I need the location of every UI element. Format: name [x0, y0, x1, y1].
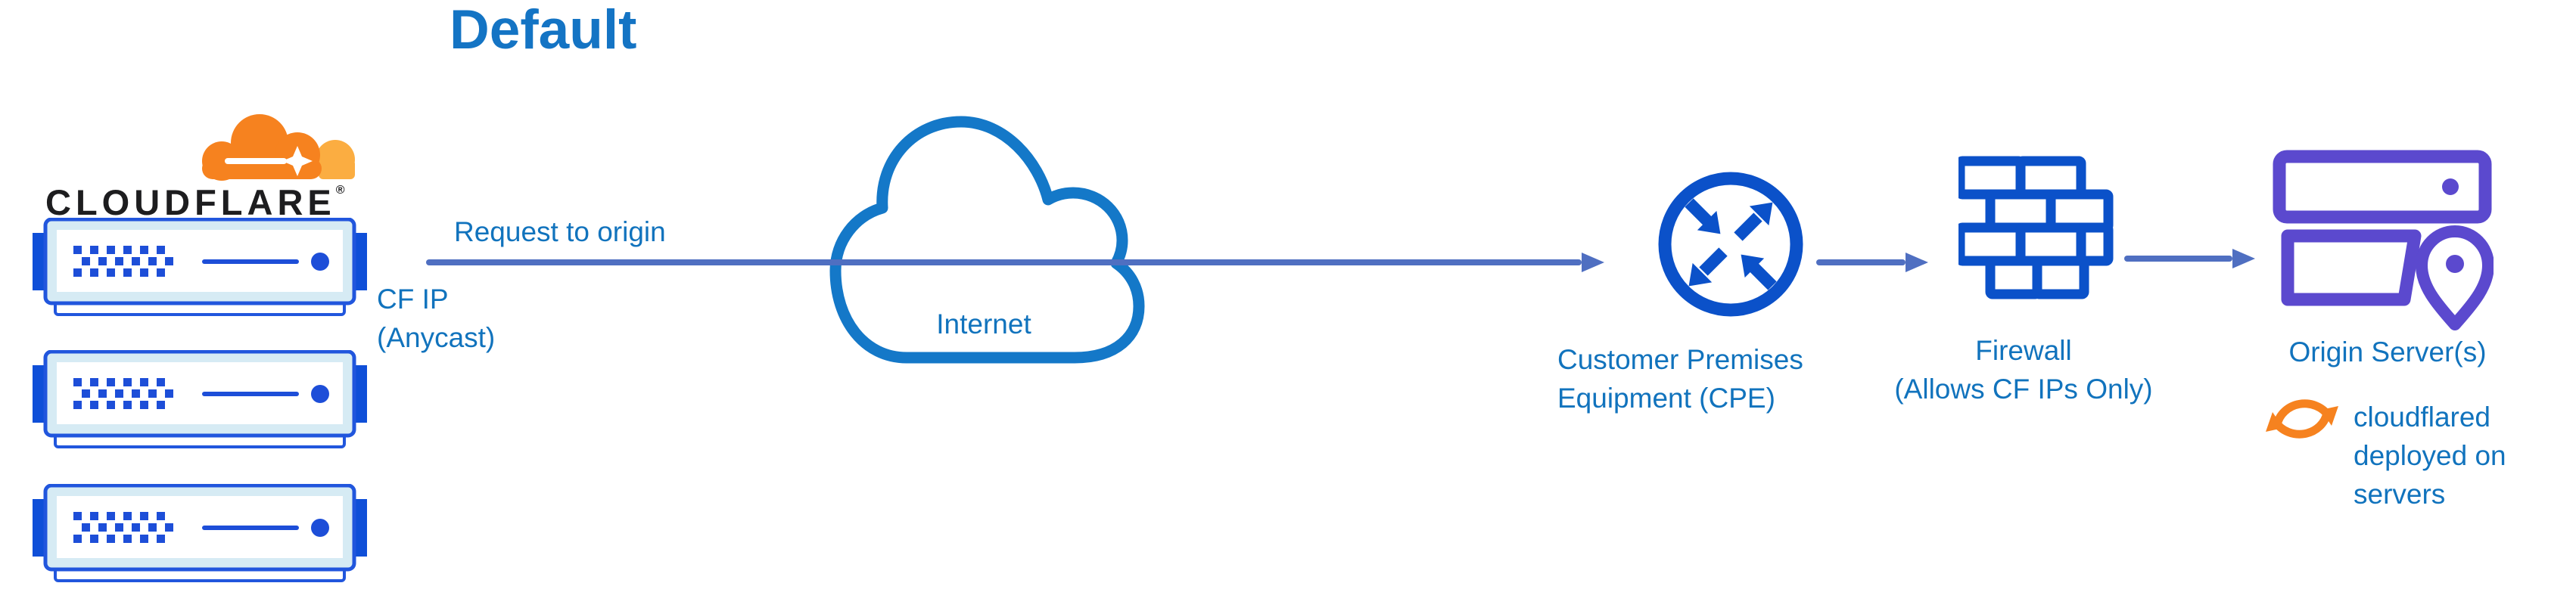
- cloudflare-wordmark-text: CLOUDFLARE: [45, 182, 336, 222]
- cpe-router-icon: [1658, 172, 1803, 317]
- origin-caption: Origin Server(s): [2288, 336, 2487, 367]
- sync-arrows-icon: [2266, 399, 2338, 439]
- diagram-title: Default: [450, 0, 637, 60]
- cloudflared-note-line1: cloudflared: [2354, 402, 2491, 433]
- firewall-to-origin-arrow-head: [2232, 249, 2255, 268]
- edge-server-rack-icon: [33, 218, 367, 316]
- cf-ip-line: CF IP: [377, 284, 449, 315]
- cpe-caption-line1: Customer Premises: [1557, 344, 1803, 375]
- firewall-brick-icon: [1958, 156, 2114, 299]
- firewall-caption-line1: Firewall: [1975, 335, 2072, 366]
- internet-cloud-icon: [829, 116, 1145, 364]
- edge-server-rack-icon: [33, 484, 367, 582]
- registered-mark: ®: [335, 184, 345, 197]
- request-arrow-line: [426, 259, 1582, 265]
- cloudflared-note: cloudflared deployed on servers: [2354, 398, 2506, 513]
- cloudflare-wordmark: CLOUDFLARE®: [45, 181, 345, 223]
- cloudflared-note-line3: servers: [2354, 479, 2446, 510]
- request-arrow-head: [1582, 253, 1604, 272]
- cloudflare-cloud-glyph: [202, 114, 355, 181]
- firewall-caption-line2: (Allows CF IPs Only): [1894, 374, 2153, 405]
- cpe-caption-line2: Equipment (CPE): [1557, 383, 1775, 414]
- cf-ip-anycast-label: CF IP (Anycast): [377, 280, 495, 357]
- cloudflared-note-line2: deployed on: [2354, 440, 2506, 471]
- origin-servers-location-icon: [2273, 150, 2494, 330]
- firewall-caption: Firewall (Allows CF IPs Only): [1875, 331, 2172, 408]
- cpe-caption: Customer Premises Equipment (CPE): [1557, 340, 1803, 417]
- cloudflare-logo-icon: [202, 114, 355, 181]
- firewall-to-origin-arrow-line: [2124, 256, 2232, 262]
- cpe-to-firewall-arrow-line: [1816, 259, 1906, 265]
- anycast-line: (Anycast): [377, 322, 496, 353]
- edge-server-rack-icon: [33, 350, 367, 448]
- cpe-to-firewall-arrow-head: [1906, 253, 1928, 272]
- internet-label: Internet: [936, 309, 1031, 340]
- request-to-origin-label: Request to origin: [454, 216, 666, 247]
